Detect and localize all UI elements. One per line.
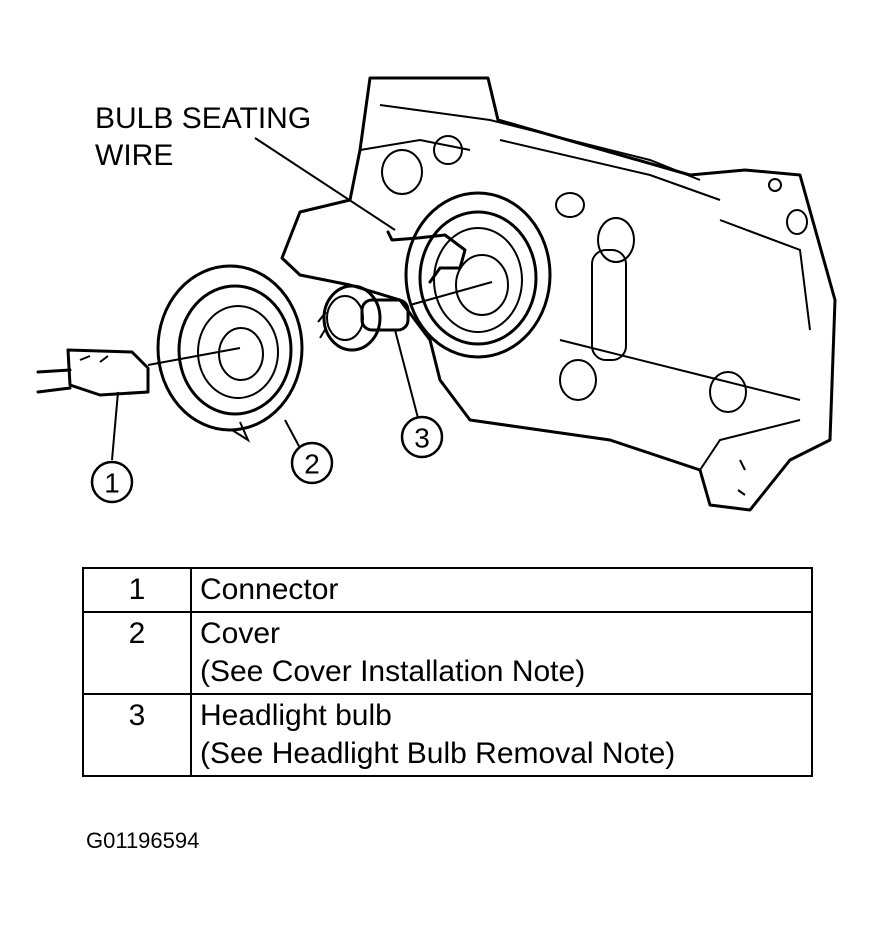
legend-description-line: Connector <box>200 573 339 606</box>
marker-3: 3 <box>400 415 444 459</box>
callout-leader <box>254 137 396 231</box>
marker-leader <box>284 419 301 449</box>
marker-leader <box>111 391 119 461</box>
connector <box>36 348 150 397</box>
legend-description-line: (See Cover Installation Note) <box>200 655 586 688</box>
legend-description: Connector <box>190 567 813 613</box>
headlight-bulb <box>317 284 410 352</box>
legend-description-line: (See Headlight Bulb Removal Note) <box>200 737 676 770</box>
alignment-line <box>147 347 241 366</box>
cover <box>156 264 304 443</box>
marker-2: 2 <box>290 441 334 485</box>
bulb-socket <box>404 191 552 359</box>
marker-1: 1 <box>90 460 134 504</box>
svg-text:3: 3 <box>414 423 430 454</box>
legend-number: 1 <box>82 567 192 613</box>
svg-text:1: 1 <box>104 468 120 499</box>
legend-description-line: Cover <box>200 617 281 650</box>
legend-description: Headlight bulb (See Headlight Bulb Remova… <box>190 693 813 777</box>
legend-number: 3 <box>82 693 192 777</box>
legend-description: Cover (See Cover Installation Note) <box>190 611 813 695</box>
callout-bulb-seating-wire: BULB SEATING WIRE <box>95 102 320 172</box>
alignment-line <box>409 281 493 306</box>
headlight-assembly-diagram: BULB SEATING WIRE 1 2 3 <box>36 76 837 512</box>
headlight-housing <box>280 76 837 512</box>
svg-text:2: 2 <box>304 449 320 480</box>
bulb-seating-wire <box>386 230 467 284</box>
legend-number: 2 <box>82 611 192 695</box>
figure-code: G01196594 <box>86 828 200 853</box>
legend-description-line: Headlight bulb <box>200 699 392 732</box>
marker-leader <box>394 329 419 419</box>
